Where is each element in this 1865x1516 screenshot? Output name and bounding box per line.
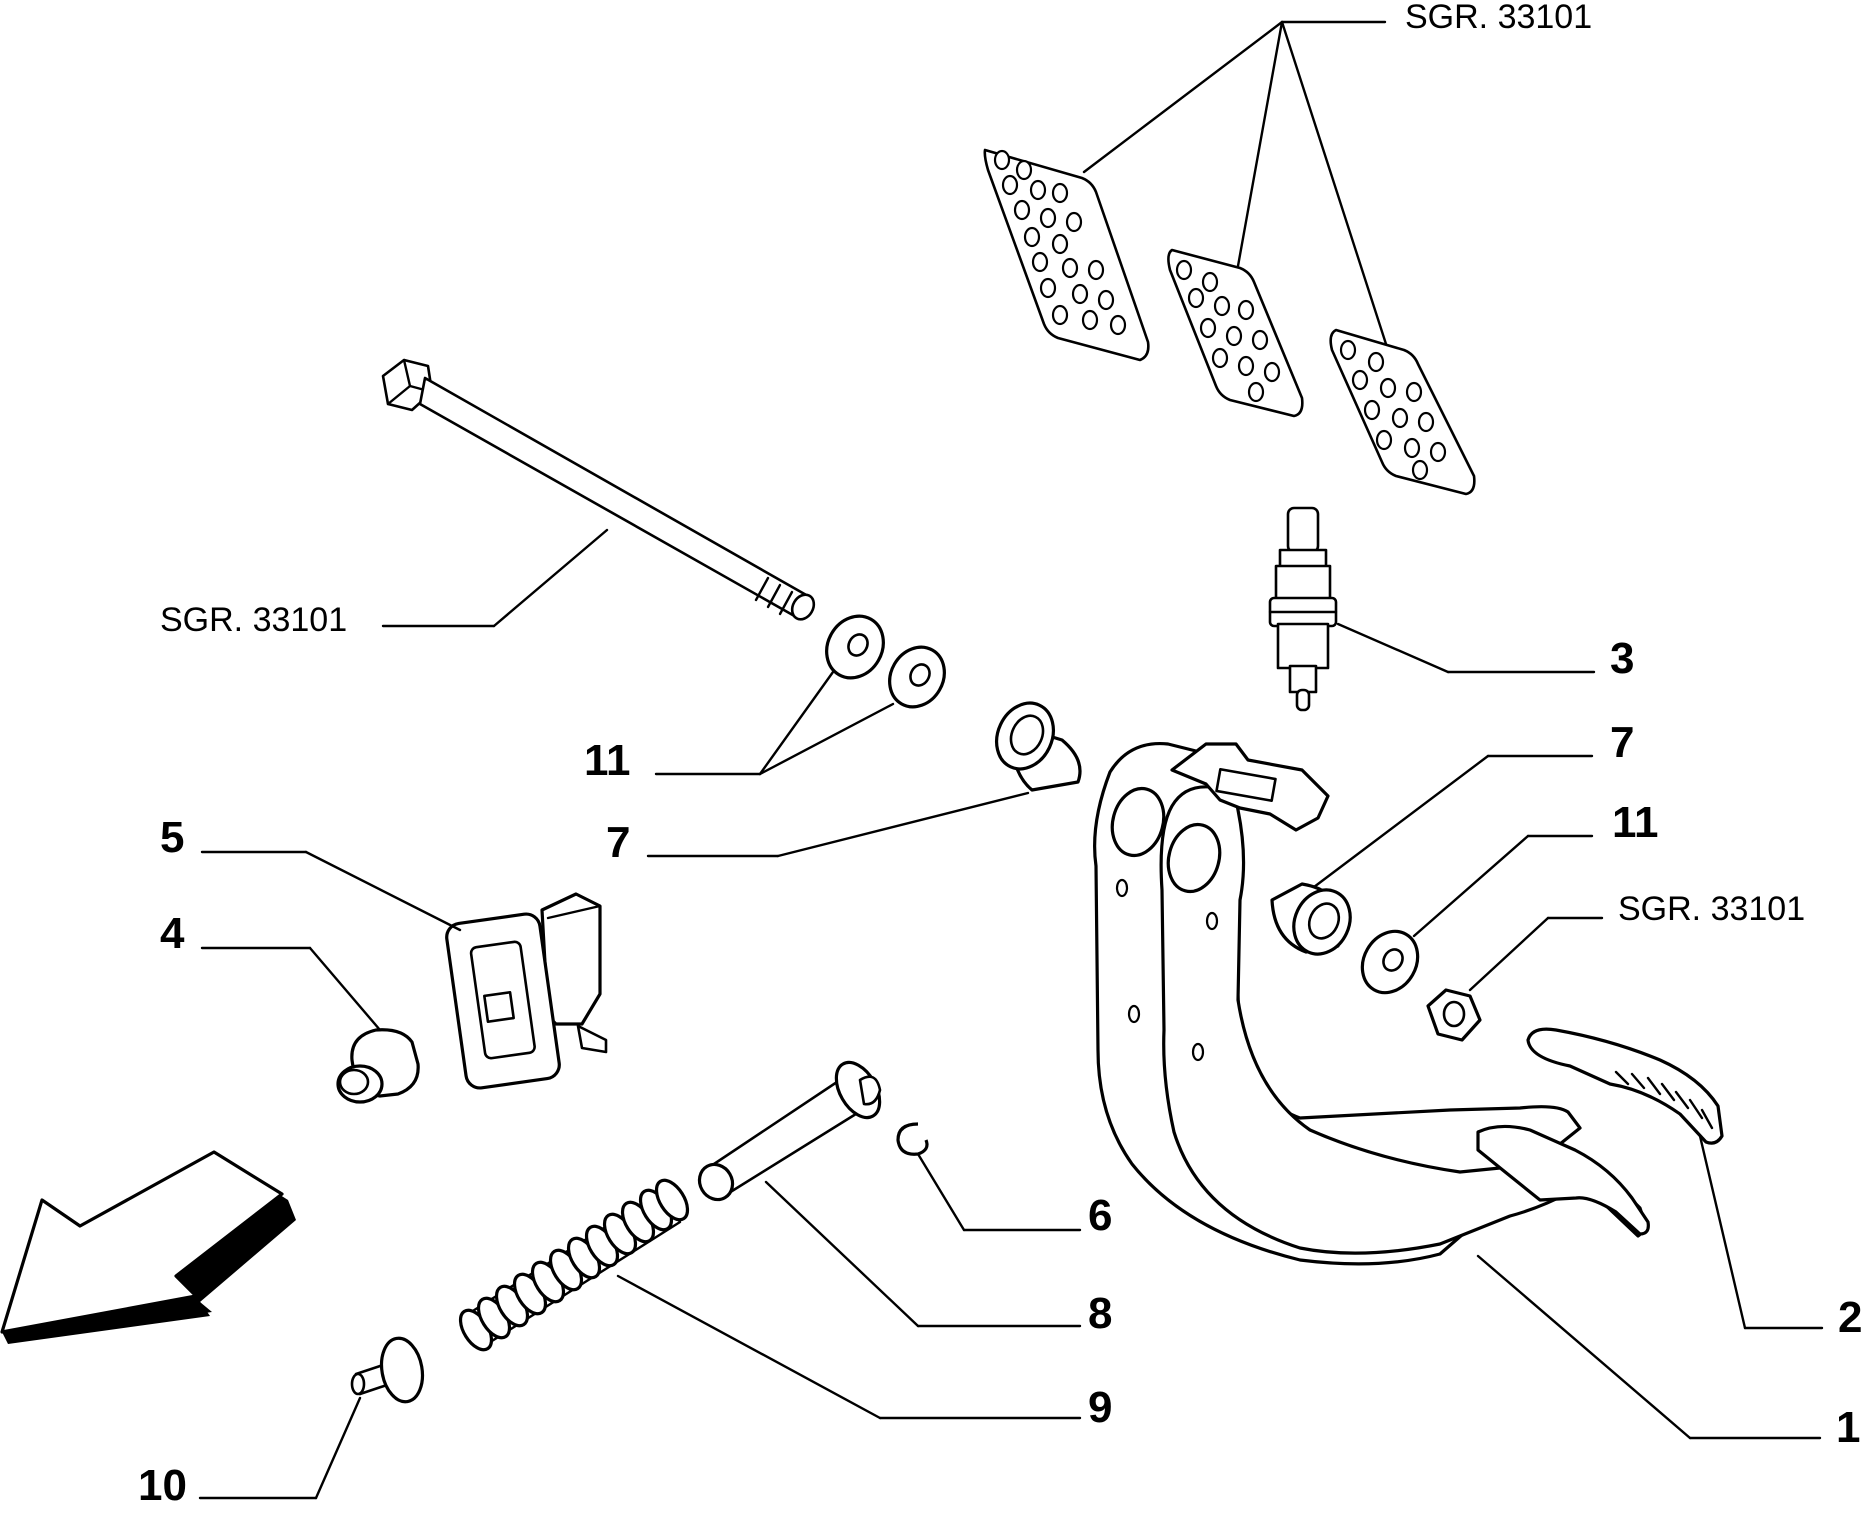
pivot-bolt (381, 358, 816, 621)
callout-6: 6 (1088, 1191, 1112, 1240)
leader-3 (1336, 622, 1596, 674)
bushing-7-left (995, 701, 1082, 792)
washer-11-a (825, 614, 885, 680)
stud-pin (350, 1336, 425, 1404)
washer-11-right (1360, 929, 1420, 995)
rubber-stop (336, 1028, 420, 1104)
leader-7-right (1312, 754, 1594, 889)
pedal-pad-middle (1167, 248, 1304, 418)
leader-10 (198, 1396, 362, 1500)
callout-4: 4 (160, 909, 185, 958)
callout-7-left: 7 (606, 818, 630, 867)
direction-arrow (0, 1150, 296, 1344)
return-spring (458, 1178, 690, 1352)
washer-11-b (888, 645, 946, 709)
pedal-rubber-pad (1526, 1027, 1724, 1145)
leader-8 (764, 1180, 1082, 1328)
bushing-7-right (1270, 882, 1352, 956)
retaining-clip (896, 1122, 929, 1156)
pivot-pin (697, 1060, 882, 1202)
leader-7-left (646, 791, 1030, 858)
reference-label-bolt: SGR. 33101 (160, 601, 347, 639)
callout-10: 10 (138, 1461, 187, 1510)
leader-9 (616, 1274, 1082, 1420)
leader-11-left (654, 670, 895, 776)
callout-3: 3 (1610, 634, 1634, 683)
callout-11-left: 11 (584, 736, 631, 785)
callout-8: 8 (1088, 1289, 1112, 1338)
reference-label-top: SGR. 33101 (1405, 0, 1592, 36)
callout-11-right: 11 (1612, 798, 1659, 847)
leader-11-right (1412, 834, 1594, 938)
callout-2: 2 (1838, 1293, 1862, 1342)
leader-6 (916, 1152, 1082, 1232)
stop-light-switch (1268, 506, 1338, 712)
leader-2 (1698, 1134, 1824, 1330)
reference-label-nut: SGR. 33101 (1618, 890, 1805, 928)
leader-1 (1476, 1254, 1822, 1440)
switch-bracket (445, 892, 608, 1090)
reference-leader-nut (1468, 916, 1604, 992)
pedal-arm-assembly (1093, 741, 1650, 1266)
callout-1: 1 (1836, 1403, 1860, 1452)
callout-9: 9 (1088, 1383, 1112, 1432)
callout-7-right: 7 (1610, 718, 1634, 767)
pedal-pad-left (983, 148, 1150, 362)
reference-leader-top (1082, 20, 1388, 346)
lock-nut (1426, 988, 1482, 1042)
reference-leader-bolt (381, 528, 609, 628)
callout-5: 5 (160, 813, 184, 862)
pedal-pad-right (1329, 328, 1476, 496)
leader-4 (200, 946, 382, 1032)
leader-5 (200, 850, 462, 932)
